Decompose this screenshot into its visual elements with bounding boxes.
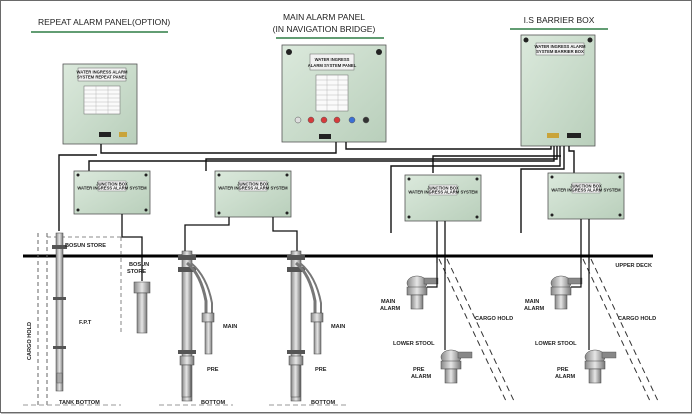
- repeat-alarm-panel: WATER INGRESS ALARM SYSTEM REPEAT PANEL: [62, 63, 138, 145]
- nameplate-text: WATER INGRESS ALARM SYSTEM: [551, 188, 621, 193]
- header-main-panel-line2: (IN NAVIGATION BRIDGE): [273, 24, 376, 34]
- control-knobs: [294, 116, 370, 124]
- nameplate-text: WATER INGRESS ALARM: [77, 70, 128, 75]
- nameplate-text: JUNCTION BOX: [237, 182, 269, 187]
- pre-alarm-sensor-2: [584, 263, 617, 384]
- nameplate-text: WATER INGRESS ALARM SYSTEM: [77, 186, 147, 191]
- header-repeat-panel: REPEAT ALARM PANEL(OPTION): [31, 17, 170, 33]
- bosun-store-label-line2: STORE: [127, 269, 146, 275]
- lower-stool-label-1: LOWER STOOL: [393, 341, 435, 347]
- fpt-label: F.P.T: [79, 320, 92, 326]
- header-barrier-box-text: I.S BARRIER BOX: [524, 15, 595, 25]
- sensor-pipe: [290, 250, 302, 402]
- pre-alarm-label-2-line1: PRE: [557, 367, 569, 373]
- panel-switch: [567, 133, 581, 138]
- nameplate-text: WATER INGRESS: [315, 57, 350, 62]
- bottom-label-1: BOTTOM: [201, 400, 225, 406]
- junction-box-3: JUNCTION BOX WATER INGRESS ALARM SYSTEM: [404, 174, 482, 222]
- sensor-pipe: [181, 250, 193, 402]
- bosun-store-top-label: BOSUN STORE: [65, 243, 106, 249]
- nameplate-text: ALARM SYSTEM PANEL: [308, 63, 357, 68]
- nameplate: [309, 53, 355, 71]
- bosun-store-zone: BOSUN STORE BOSUN STORE: [65, 237, 151, 334]
- pre-alarm-label-2-line2: ALARM: [555, 374, 576, 380]
- pre-label-2: PRE: [315, 367, 327, 373]
- main-alarm-sensor-2: [550, 263, 583, 310]
- main-label-2: MAIN: [331, 324, 345, 330]
- main-alarm-label-2-line2: ALARM: [524, 306, 545, 312]
- header-main-panel: MAIN ALARM PANEL (IN NAVIGATION BRIDGE): [273, 12, 384, 39]
- tank-bottom-label: TANK BOTTOM: [59, 400, 100, 406]
- lower-stool-label-2: LOWER STOOL: [535, 341, 577, 347]
- cargo-hold-label-1: CARGO HOLD: [475, 316, 513, 322]
- pre-sensor: [179, 355, 195, 366]
- nameplate: [535, 42, 585, 56]
- main-alarm-sensor-1: [406, 263, 439, 310]
- header-main-panel-line1: MAIN ALARM PANEL: [283, 12, 365, 22]
- nameplate-text: SYSTEM BARRIER BOX: [536, 49, 584, 54]
- nameplate-text: SYSTEM REPEAT PANEL: [77, 75, 128, 80]
- main-alarm-label-1-line2: ALARM: [380, 306, 401, 312]
- indicator-grid: [83, 85, 121, 115]
- pre-label-1: PRE: [207, 367, 219, 373]
- sensor-column-2: MAIN PRE BOTTOM: [269, 250, 346, 406]
- cargo-hold-section-2: MAIN ALARM CARGO HOLD LOWER STOOL PRE AL…: [524, 258, 659, 402]
- cargo-hold-label-2: CARGO HOLD: [618, 316, 656, 322]
- pre-alarm-label-1-line1: PRE: [413, 367, 425, 373]
- cargo-hold-vertical-label: CARGO HOLD: [27, 322, 33, 360]
- upper-deck-label: UPPER DECK: [615, 263, 652, 269]
- sensor-cables: [121, 214, 590, 281]
- panel-switch: [99, 132, 111, 137]
- header-repeat-panel-text: REPEAT ALARM PANEL(OPTION): [38, 17, 170, 27]
- junction-box-1: JUNCTION BOX WATER INGRESS ALARM SYSTEM: [73, 170, 151, 215]
- sensor-column-1: MAIN PRE BOTTOM: [159, 250, 237, 406]
- nameplate-text: WATER INGRESS ALARM: [535, 44, 586, 49]
- bosun-store-label-line1: BOSUN: [129, 262, 149, 268]
- header-barrier-box: I.S BARRIER BOX: [510, 15, 608, 30]
- barrier-box: WATER INGRESS ALARM SYSTEM BARRIER BOX: [520, 34, 596, 147]
- nameplate-text: JUNCTION BOX: [96, 182, 128, 187]
- panel-label-tag: [119, 132, 127, 137]
- bottom-label-2: BOTTOM: [311, 400, 335, 406]
- main-sensor: [310, 312, 324, 323]
- panel-switch: [319, 134, 331, 139]
- nameplate: [77, 67, 127, 82]
- cargo-hold-section-1: MAIN ALARM CARGO HOLD LOWER STOOL PRE AL…: [380, 258, 515, 402]
- junction-box-2: JUNCTION BOX WATER INGRESS ALARM SYSTEM: [214, 170, 292, 218]
- interconnect-cables: [58, 142, 575, 233]
- pre-alarm-sensor-1: [440, 263, 473, 384]
- upper-deck-line: UPPER DECK: [23, 254, 653, 269]
- fpt-zone: CARGO HOLD F.P.T TANK BOTTOM: [23, 232, 121, 406]
- indicator-grid: [315, 74, 349, 112]
- nameplate-text: JUNCTION BOX: [570, 184, 602, 189]
- bosun-sensor: [133, 281, 151, 294]
- main-label-1: MAIN: [223, 324, 237, 330]
- sensor-pipe: [55, 232, 64, 392]
- main-alarm-label-2-line1: MAIN: [525, 299, 539, 305]
- panel-label-tag: [547, 133, 559, 138]
- main-sensor: [201, 312, 215, 323]
- nameplate-text: WATER INGRESS ALARM SYSTEM: [218, 186, 288, 191]
- nameplate-text: WATER INGRESS ALARM SYSTEM: [408, 190, 478, 195]
- main-alarm-panel: WATER INGRESS ALARM SYSTEM PANEL: [281, 44, 387, 143]
- nameplate-text: JUNCTION BOX: [427, 186, 459, 191]
- pre-sensor: [288, 355, 304, 366]
- main-alarm-label-1-line1: MAIN: [381, 299, 395, 305]
- pre-alarm-label-1-line2: ALARM: [411, 374, 432, 380]
- junction-box-4: JUNCTION BOX WATER INGRESS ALARM SYSTEM: [547, 172, 625, 220]
